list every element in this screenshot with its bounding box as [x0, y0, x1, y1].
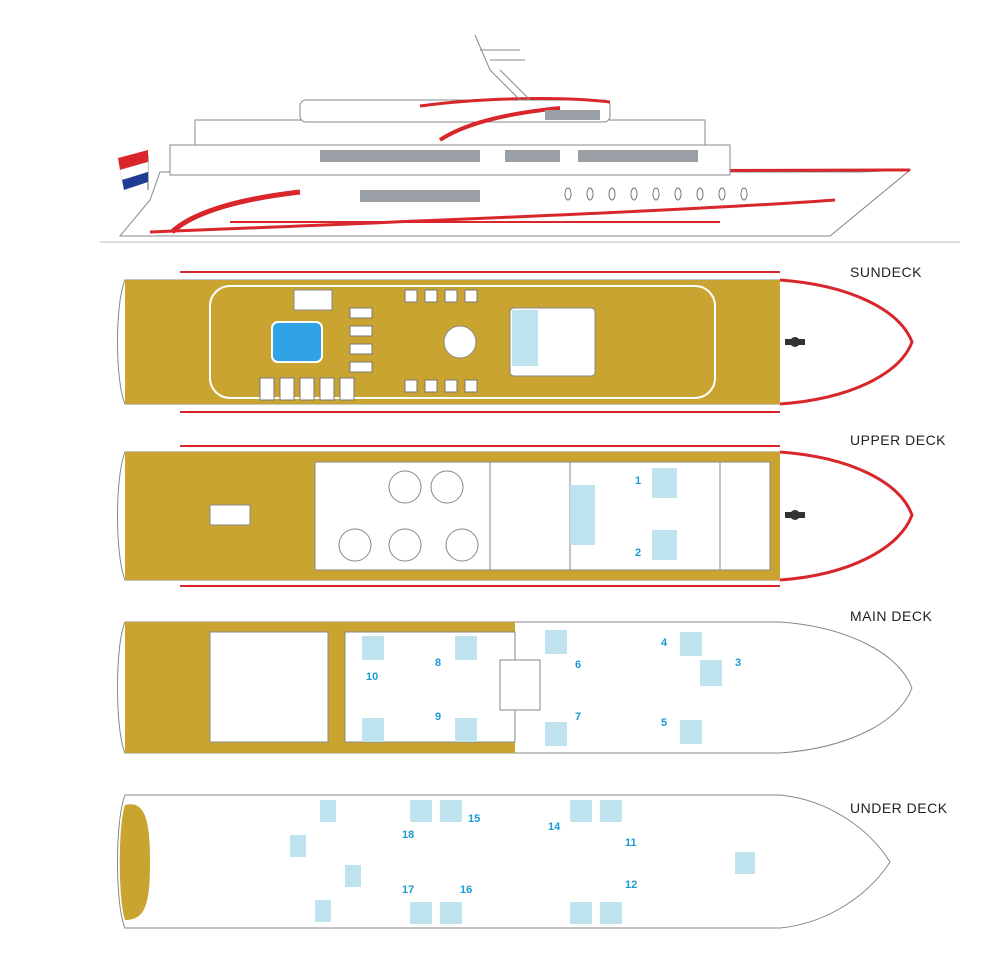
cabin-9-label: 9	[435, 711, 441, 723]
cabin-10-label: 10	[366, 671, 378, 683]
cabin-3-label: 3	[735, 657, 741, 669]
staircase-icon	[499, 659, 541, 711]
main-deck-plan: 8 9 10 6 7 4 5 3	[117, 621, 913, 754]
cabin-11-label: 11	[625, 837, 637, 849]
staircase-icon	[293, 289, 333, 311]
flag-icon	[118, 150, 149, 190]
under-deck-title: UNDER DECK	[850, 800, 948, 816]
anchor-winch-icon	[785, 337, 805, 347]
mast-icon	[474, 34, 532, 101]
yacht-profile	[100, 34, 960, 243]
cabin-1-label: 1	[635, 475, 641, 487]
cabin-8-label: 8	[435, 657, 441, 669]
cabin-17-label: 18	[402, 829, 414, 841]
cabin-18-label: 17	[402, 884, 414, 896]
staircase-icon	[209, 504, 251, 526]
main-deck-title: MAIN DECK	[850, 608, 933, 624]
pool-icon	[271, 321, 323, 363]
cabin-5-label: 5	[661, 717, 667, 729]
jacuzzi-icon	[443, 325, 477, 359]
under-deck-plan: 18 17 16 15 14 11 12	[117, 794, 891, 929]
cabin-2-label: 2	[635, 547, 641, 559]
table-icon	[338, 470, 479, 562]
upper-deck-title: UPPER DECK	[850, 432, 947, 448]
vip-cabin-label: VIP	[540, 353, 559, 367]
upper-deck-plan: 1 2	[117, 445, 914, 587]
sundeck-title: SUNDECK	[850, 264, 922, 280]
cabin-14-label: 14	[548, 821, 561, 833]
cabin-16-label: 16	[460, 884, 472, 896]
cabin-12-label: 12	[625, 879, 637, 891]
sunbed-icon	[259, 307, 373, 401]
cabin-6-label: 6	[575, 659, 581, 671]
sundeck-plan: VIP	[117, 271, 914, 413]
cabin-4-label: 4	[661, 637, 668, 649]
cabin-7-label: 7	[575, 711, 581, 723]
table-icon	[404, 289, 478, 393]
anchor-winch-icon	[785, 510, 805, 520]
cabin-15-label: 15	[468, 813, 480, 825]
